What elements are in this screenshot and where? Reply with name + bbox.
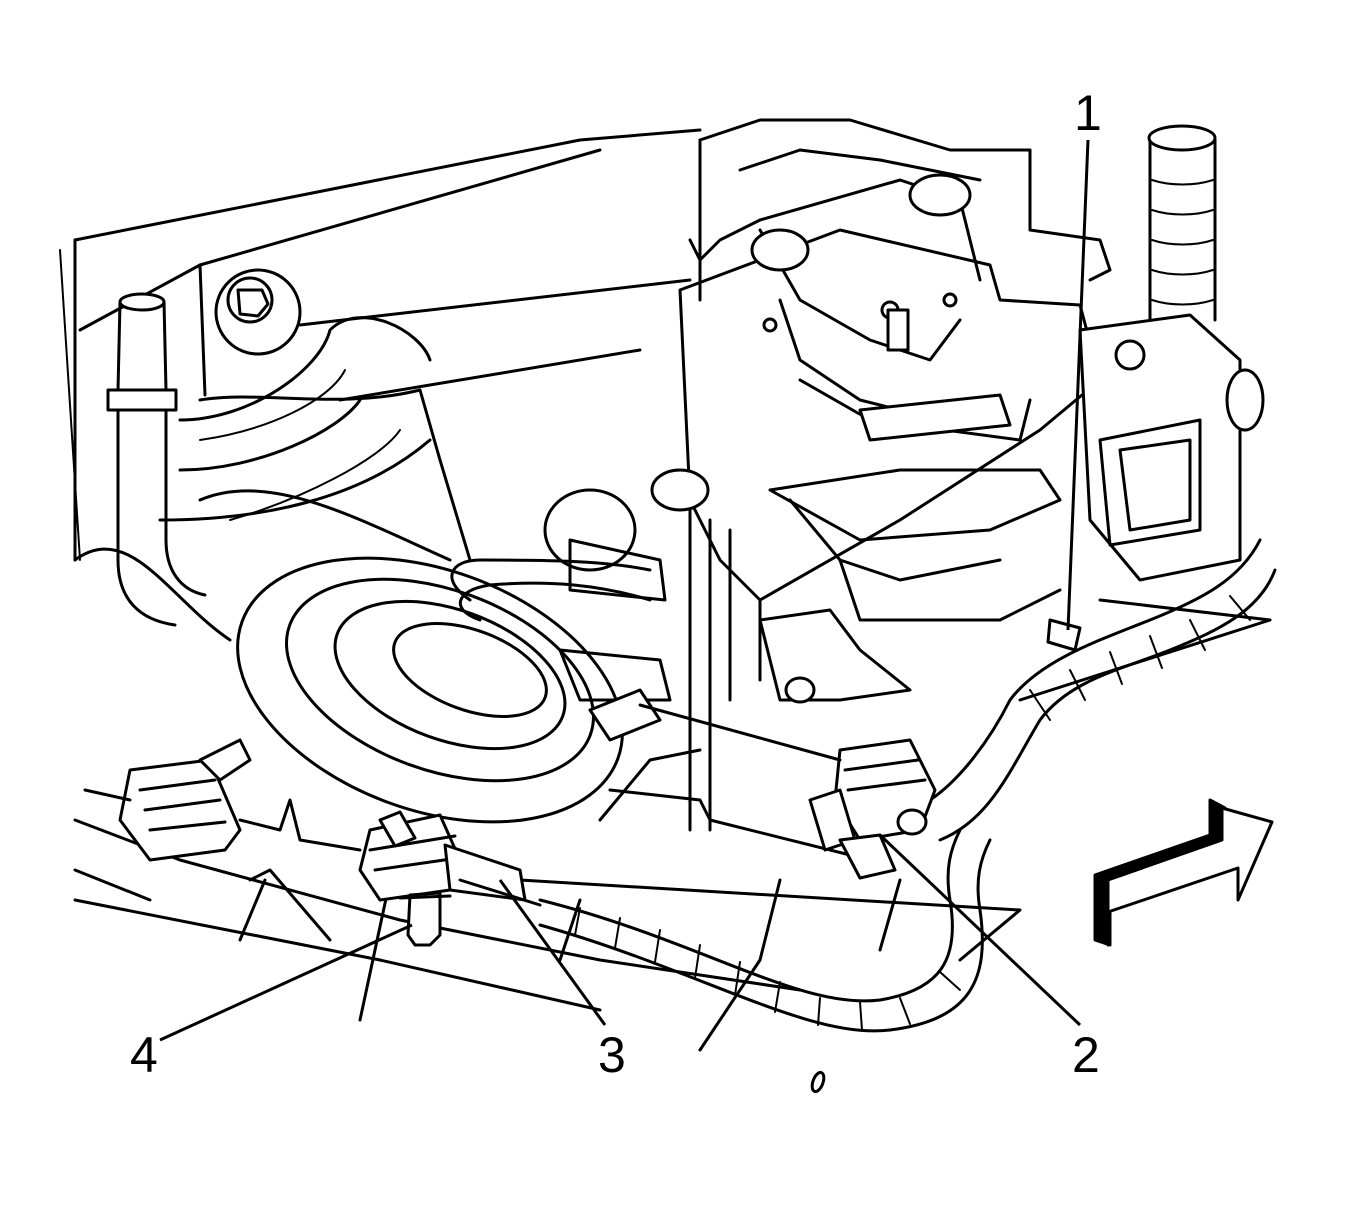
callout-1: 1 <box>1074 85 1102 141</box>
break-line <box>238 788 872 862</box>
callout-3: 3 <box>598 1027 626 1083</box>
module-bracket-assembly <box>678 138 1102 832</box>
wire-harness-lower <box>538 828 992 1033</box>
pump-housing <box>236 468 710 824</box>
callout-2: 2 <box>1072 1027 1100 1083</box>
upper-housing <box>698 118 1112 282</box>
air-duct-hose <box>158 316 432 522</box>
front-direction-arrow-icon <box>1093 798 1274 947</box>
callout-4: 4 <box>130 1027 158 1083</box>
coolant-pipe-left <box>106 292 207 627</box>
wire-harness-right <box>928 538 1277 842</box>
vent-hose-right <box>1147 124 1217 322</box>
leader-2 <box>878 833 1082 1027</box>
callout-leaders <box>159 139 1090 1042</box>
connector-2 <box>588 688 937 880</box>
leader-3 <box>498 879 607 1026</box>
sensor-4 <box>398 891 452 947</box>
connector-3 <box>358 810 542 907</box>
connector-left-unlabeled <box>83 738 252 862</box>
floor-panel-outline <box>73 598 1272 1094</box>
control-module <box>1078 313 1265 582</box>
leader-1 <box>1066 139 1090 631</box>
leader-4 <box>159 923 413 1042</box>
mounting-bolt-upper <box>214 268 302 356</box>
callout-labels: 1 2 3 4 <box>130 85 1102 1083</box>
wire-harness-upper <box>450 538 672 702</box>
